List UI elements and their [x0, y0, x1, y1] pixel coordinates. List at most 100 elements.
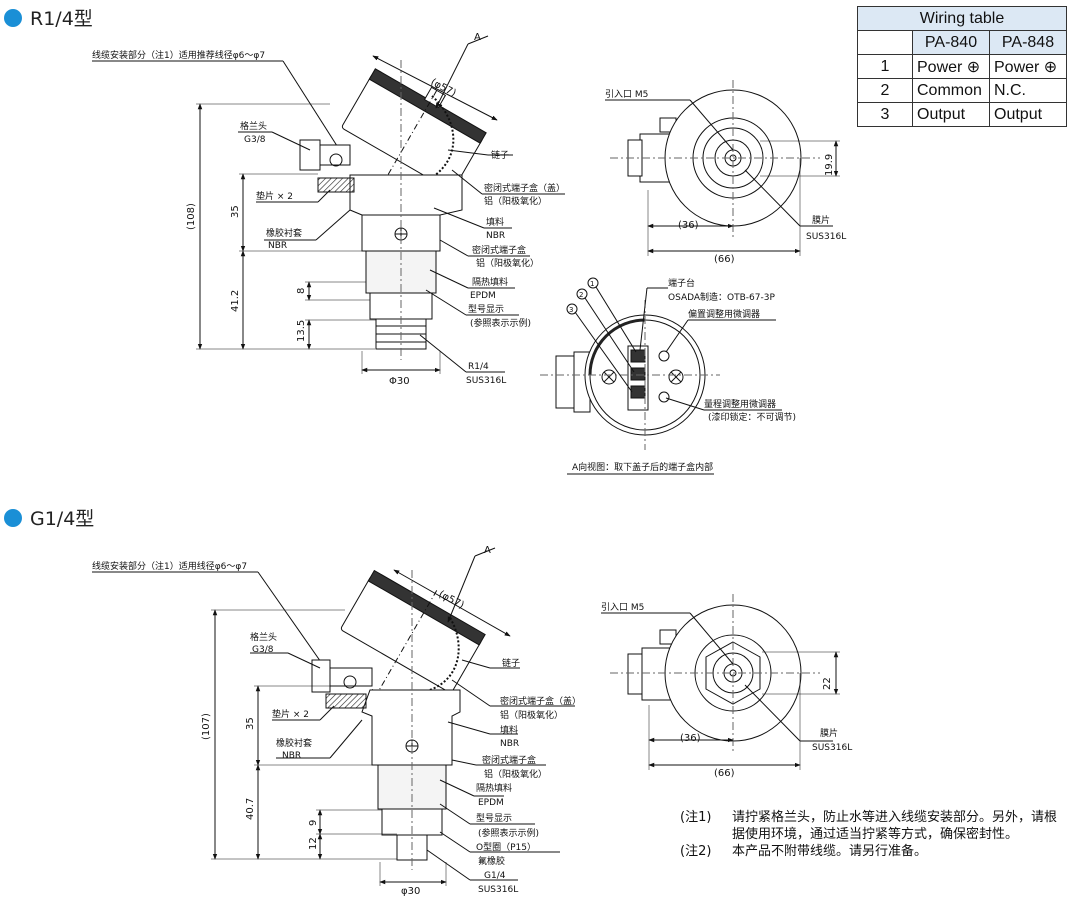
label-diaphragm: 膜片	[812, 214, 830, 226]
a-view-labels: 1 2 3 端子台 OSADA制造：OTB-67-3P 偏置调整用微调器 量程调…	[569, 277, 796, 473]
label-span-trimmer: 量程调整用微调器	[704, 398, 776, 410]
dim-8: 8	[296, 288, 307, 294]
label-nbr: NBR	[500, 739, 519, 749]
label-model-ref: (参照表示示例)	[470, 317, 531, 329]
dim-36: (36)	[678, 220, 699, 231]
label-box-cover: 密闭式端子盒（盖）	[500, 695, 581, 707]
dim-13-5: 13.5	[296, 320, 307, 342]
g14-side-labels: 引入口 M5 (36) (66) 22 膜片 SUS316L	[601, 602, 852, 779]
label-terminal-box: 密闭式端子盒	[472, 244, 526, 256]
callout-2: 2	[579, 291, 583, 299]
note-text: 请拧紧格兰头，防止水等进入线缆安装部分。另外，请根据使用环境，通过适当拧紧等方式…	[732, 810, 1058, 842]
label-fluoro-rubber: 氟橡胶	[478, 855, 505, 867]
label-nbr: NBR	[282, 751, 301, 761]
label-chain: 链子	[491, 149, 509, 161]
r14-front-labels: 线缆安装部分（注1）适用推荐线径φ6～φ7 A (φ57) 格兰头 G3/8 链…	[92, 32, 565, 387]
wiring-header-pa848: PA-848	[989, 30, 1067, 55]
label-insulation: 隔热填料	[472, 276, 508, 288]
label-model-ref: (参照表示示例)	[478, 827, 539, 839]
dim-108: (108)	[186, 203, 197, 230]
note-text: 本产品不附带线缆。请另行准备。	[732, 844, 928, 859]
label-aluminum: 铝（阳极氧化）	[500, 709, 563, 721]
label-rubber-sleeve: 橡胶衬套	[266, 227, 302, 239]
label-epdm: EPDM	[470, 291, 496, 301]
dim-36: (36)	[680, 733, 701, 744]
dim-66: (66)	[714, 768, 735, 779]
label-epdm: EPDM	[478, 798, 504, 808]
callout-3: 3	[569, 306, 573, 314]
label-inlet-m5: 引入口 M5	[601, 602, 644, 613]
r14-front-drawing	[92, 35, 565, 374]
label-model-display: 型号显示	[476, 813, 512, 824]
table-row: 3 Output Output	[857, 102, 1067, 127]
dim-12: 12	[308, 837, 319, 850]
label-cable-install: 线缆安装部分（注1）适用推荐线径φ6～φ7	[92, 49, 265, 61]
label-gland-head: 格兰头	[240, 120, 267, 132]
label-washer: 垫片 × 2	[256, 190, 293, 202]
dim-22: 22	[822, 677, 833, 690]
wiring-cell: Output	[989, 102, 1067, 127]
note-key: (注1)	[680, 810, 712, 825]
label-span-note: (漆印锁定：不可调节)	[708, 411, 796, 423]
label-arrow-a: A	[484, 545, 491, 556]
label-sus316l: SUS316L	[812, 743, 852, 753]
section-title-r14: R1/4型	[30, 8, 93, 30]
label-sus316l: SUS316L	[806, 232, 846, 242]
callout-1: 1	[590, 280, 594, 288]
label-washer: 垫片 × 2	[272, 708, 309, 720]
label-g38: G3/8	[244, 135, 266, 145]
notes: (注1) 请拧紧格兰头，防止水等进入线缆安装部分。另外，请根据使用环境，通过适当…	[680, 809, 1062, 860]
wiring-table: Wiring table PA-840 PA-848 1 Power ⊕ Pow…	[857, 6, 1067, 127]
g14-side-view	[601, 594, 840, 770]
wiring-cell-no: 3	[857, 102, 913, 127]
label-cable-install: 线缆安装部分（注1）适用线径φ6～φ7	[92, 560, 247, 572]
label-inlet-m5: 引入口 M5	[605, 89, 648, 100]
label-g38: G3/8	[252, 645, 274, 655]
section-title-g14: G1/4型	[30, 508, 95, 530]
dim-35: 35	[245, 717, 256, 730]
dim-66: (66)	[714, 254, 735, 265]
wiring-cell: Power ⊕	[912, 54, 990, 79]
label-rubber-sleeve: 橡胶衬套	[276, 737, 312, 749]
label-g14: G1/4	[484, 871, 506, 881]
wiring-header-pa840: PA-840	[912, 30, 990, 55]
g14-front-drawing	[92, 547, 575, 886]
note-key: (注2)	[680, 844, 712, 859]
section-heading-g14: G1/4型	[4, 504, 94, 531]
dim-40-7: 40.7	[245, 798, 256, 820]
label-r14: R1/4	[468, 362, 489, 372]
label-terminal-box: 密闭式端子盒	[482, 754, 536, 766]
g14-front-labels: 线缆安装部分（注1）适用线径φ6～φ7 A (φ57) 格兰头 G3/8 链子 …	[92, 545, 581, 897]
dim-30: Φ30	[389, 376, 410, 387]
note-item: (注1) 请拧紧格兰头，防止水等进入线缆安装部分。另外，请根据使用环境，通过适当…	[680, 809, 1062, 843]
label-aluminum: 铝（阳极氧化）	[484, 195, 547, 207]
label-arrow-a: A	[474, 32, 481, 43]
a-view	[540, 277, 782, 475]
label-nbr: NBR	[268, 241, 287, 251]
caption-a-view: A向视图：取下盖子后的端子盒内部	[572, 461, 713, 473]
label-filler: 填料	[500, 724, 518, 736]
label-oring: O型圈（P15）	[476, 842, 536, 853]
label-insulation: 隔热填料	[476, 782, 512, 794]
label-box-cover: 密闭式端子盒（盖）	[484, 182, 565, 194]
dim-19-9: 19.9	[824, 154, 835, 176]
label-gland-head: 格兰头	[250, 631, 277, 643]
label-aluminum: 铝（阳极氧化）	[484, 768, 547, 780]
dim-diameter-57: (φ57)	[437, 589, 466, 611]
wiring-table-title: Wiring table	[857, 6, 1067, 31]
label-nbr: NBR	[486, 231, 505, 241]
label-bias-trimmer: 偏置调整用微调器	[688, 308, 760, 320]
bullet-dot	[4, 508, 22, 527]
label-model-display: 型号显示	[468, 304, 504, 315]
dim-9: 9	[308, 820, 319, 826]
dim-35: 35	[230, 205, 241, 218]
note-item: (注2) 本产品不附带线缆。请另行准备。	[680, 843, 1062, 860]
dim-107: (107)	[201, 713, 212, 740]
label-sus316l: SUS316L	[466, 376, 506, 386]
r14-side-labels: 引入口 M5 (36) (66) 19.9 膜片 SUS316L	[605, 89, 846, 265]
label-chain: 链子	[502, 657, 520, 669]
section-heading-r14: R1/4型	[4, 4, 93, 31]
dim-30: φ30	[401, 886, 420, 897]
label-osada: OSADA制造：OTB-67-3P	[668, 291, 775, 303]
